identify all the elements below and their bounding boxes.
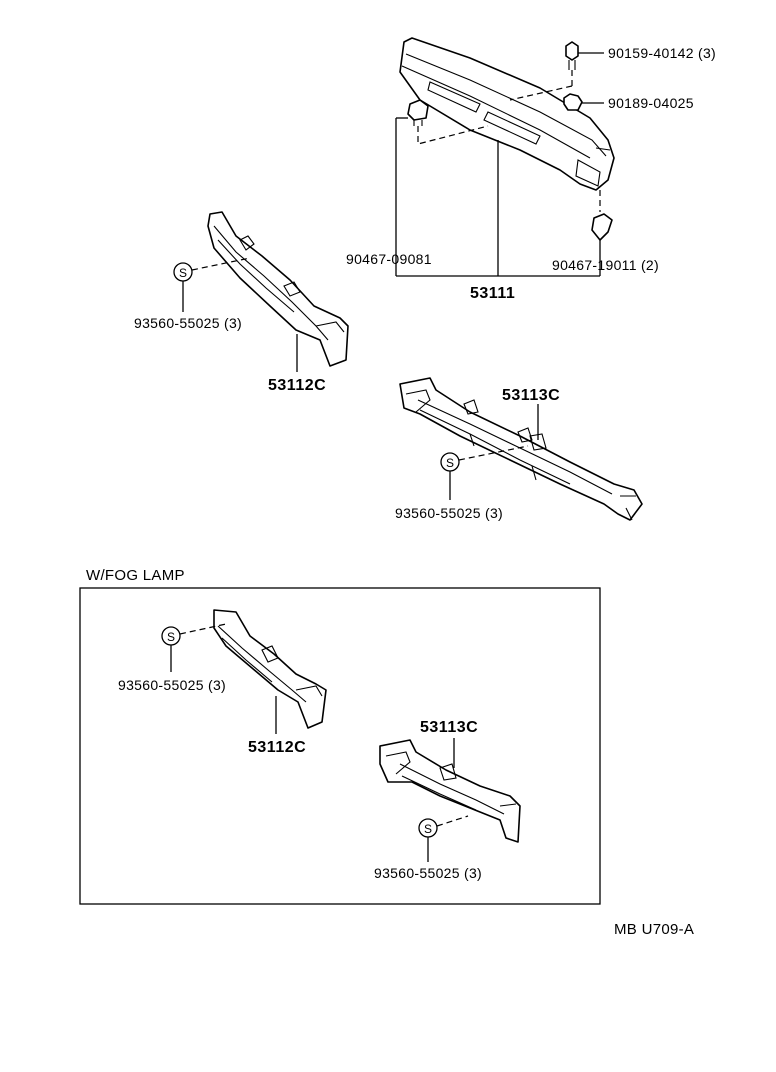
right-bracket-part [399, 377, 643, 521]
svg-text:S: S [446, 456, 454, 470]
bumper-reinforcement-part [399, 37, 615, 191]
part-number-screw-b: 93560-55025 (3) [395, 505, 503, 521]
svg-text:S: S [179, 266, 187, 280]
left-bracket-fog-part [213, 609, 327, 729]
left-bracket-part [207, 211, 349, 367]
section-title-fog-lamp: W/FOG LAMP [86, 567, 185, 584]
part-number-screw-d: 93560-55025 (3) [374, 865, 482, 881]
right-bracket-fog-part [379, 739, 521, 843]
part-number-clip: 90189-04025 [608, 95, 694, 111]
svg-text:S: S [167, 630, 175, 644]
part-number-screw-a: 93560-55025 (3) [134, 315, 242, 331]
diagram-code: MB U709-A [614, 921, 694, 938]
part-number-retainer: 53111 [470, 285, 515, 302]
part-number-left-bracket: 53112C [268, 377, 326, 394]
clip-icon [563, 93, 583, 111]
push-clip-right-icon [591, 213, 613, 241]
bolt-icon [565, 41, 579, 70]
push-clip-icon [407, 99, 429, 126]
screw-symbol-icon: S [161, 626, 181, 646]
part-number-right-bracket-fog: 53113C [420, 719, 478, 736]
svg-text:S: S [424, 822, 432, 836]
part-number-left-bracket-fog: 53112C [248, 739, 306, 756]
fog-lamp-frame [79, 587, 601, 905]
part-number-screw-c: 93560-55025 (3) [118, 677, 226, 693]
screw-symbol-icon: S [173, 262, 193, 282]
part-number-push-clip-right: 90467-19011 (2) [552, 257, 659, 273]
screw-symbol-icon: S [440, 452, 460, 472]
screw-symbol-icon: S [418, 818, 438, 838]
part-number-right-bracket: 53113C [502, 387, 560, 404]
part-number-bolt: 90159-40142 (3) [608, 45, 716, 61]
part-number-push-clip: 90467-09081 [346, 251, 432, 267]
